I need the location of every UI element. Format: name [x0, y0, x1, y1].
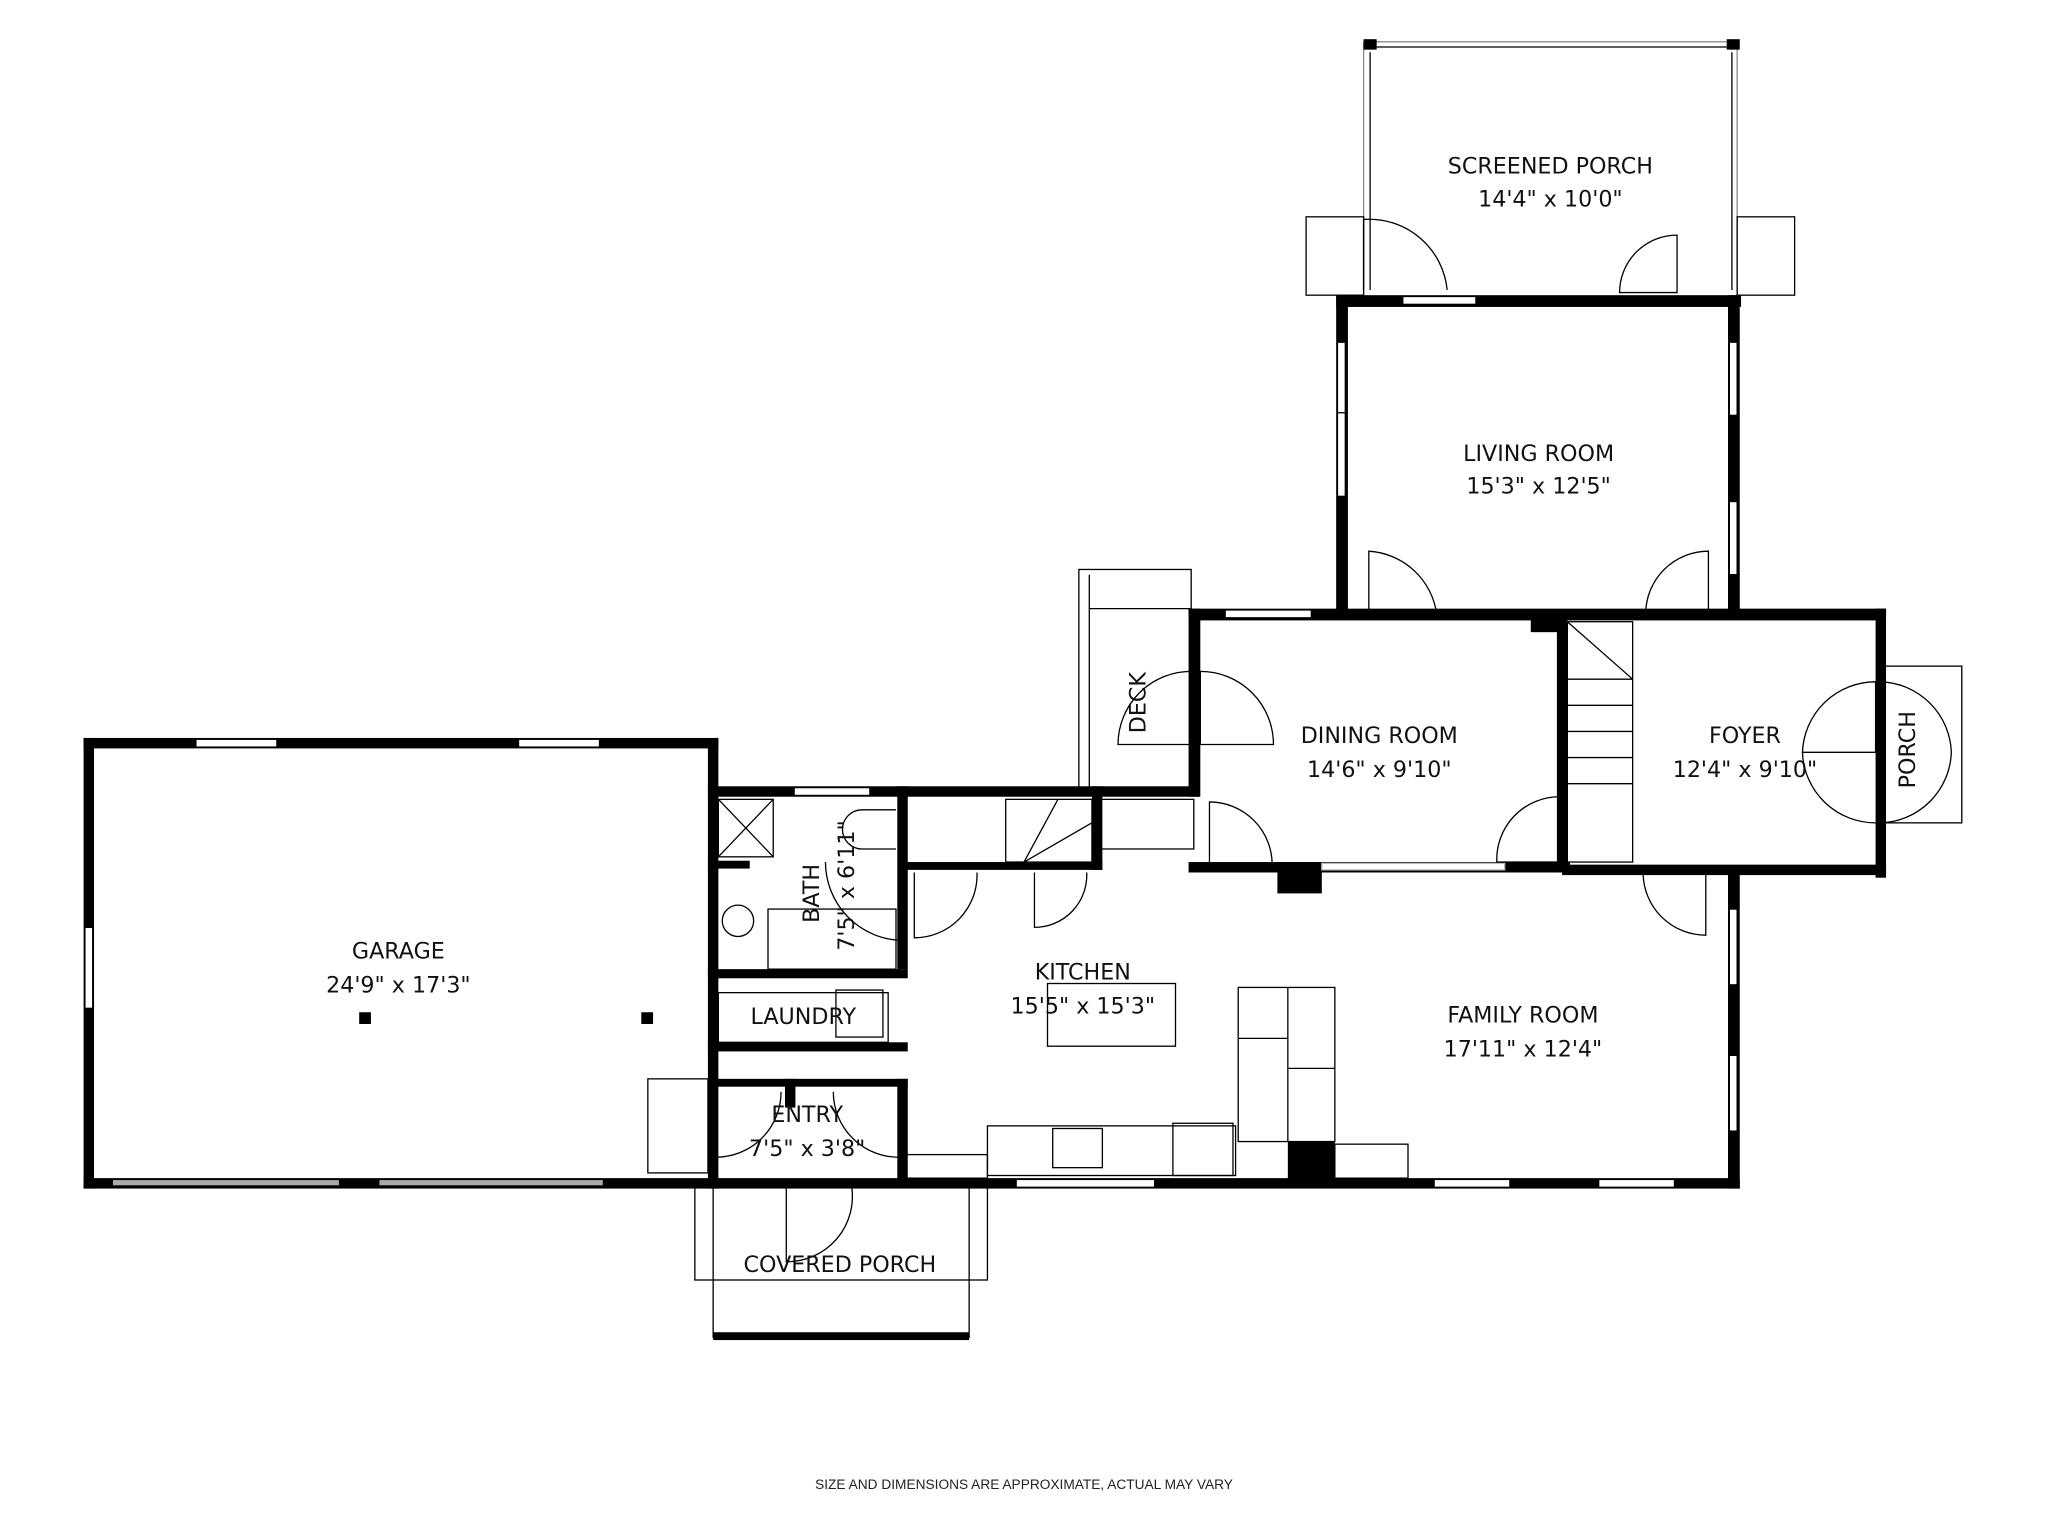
bath-size: 7'5" x 6'11"	[834, 820, 860, 950]
room-labels: SCREENED PORCH 14'4" x 10'0" LIVING ROOM…	[326, 154, 1921, 1278]
covered-porch-name: COVERED PORCH	[744, 1252, 937, 1278]
family-room-name: FAMILY ROOM	[1447, 1003, 1598, 1029]
living-room-size: 15'3" x 12'5"	[1466, 474, 1611, 500]
living-room-name: LIVING ROOM	[1463, 441, 1614, 467]
dining-room-name: DINING ROOM	[1301, 723, 1458, 749]
garage-size: 24'9" x 17'3"	[326, 973, 471, 999]
windows	[84, 295, 1738, 1188]
doors	[715, 550, 1953, 1158]
laundry-name: LAUNDRY	[750, 1004, 856, 1030]
kitchen-name: KITCHEN	[1035, 960, 1131, 986]
fixtures	[717, 621, 1634, 1179]
foyer-size: 12'4" x 9'10"	[1673, 757, 1818, 783]
garage-post	[641, 1012, 654, 1024]
deck-name: DECK	[1125, 671, 1151, 734]
entry-size: 7'5" x 3'8"	[749, 1136, 865, 1162]
garage-post	[359, 1012, 371, 1024]
walls	[83, 295, 1887, 1189]
entry-name: ENTRY	[771, 1102, 843, 1128]
dining-room-size: 14'6" x 9'10"	[1307, 757, 1452, 783]
screened-porch-size: 14'4" x 10'0"	[1478, 186, 1623, 212]
foyer-name: FOYER	[1709, 723, 1781, 749]
front-porch-outline	[1880, 665, 1963, 824]
family-room-size: 17'11" x 12'4"	[1444, 1037, 1603, 1063]
porch-name: PORCH	[1895, 711, 1921, 788]
entry-steps	[647, 1078, 709, 1174]
kitchen-size: 15'5" x 15'3"	[1011, 994, 1156, 1020]
screened-porch-name: SCREENED PORCH	[1448, 154, 1653, 180]
disclaimer: SIZE AND DIMENSIONS ARE APPROXIMATE, ACT…	[815, 1477, 1233, 1492]
bath-name: BATH	[799, 864, 825, 923]
garage-name: GARAGE	[352, 939, 445, 965]
